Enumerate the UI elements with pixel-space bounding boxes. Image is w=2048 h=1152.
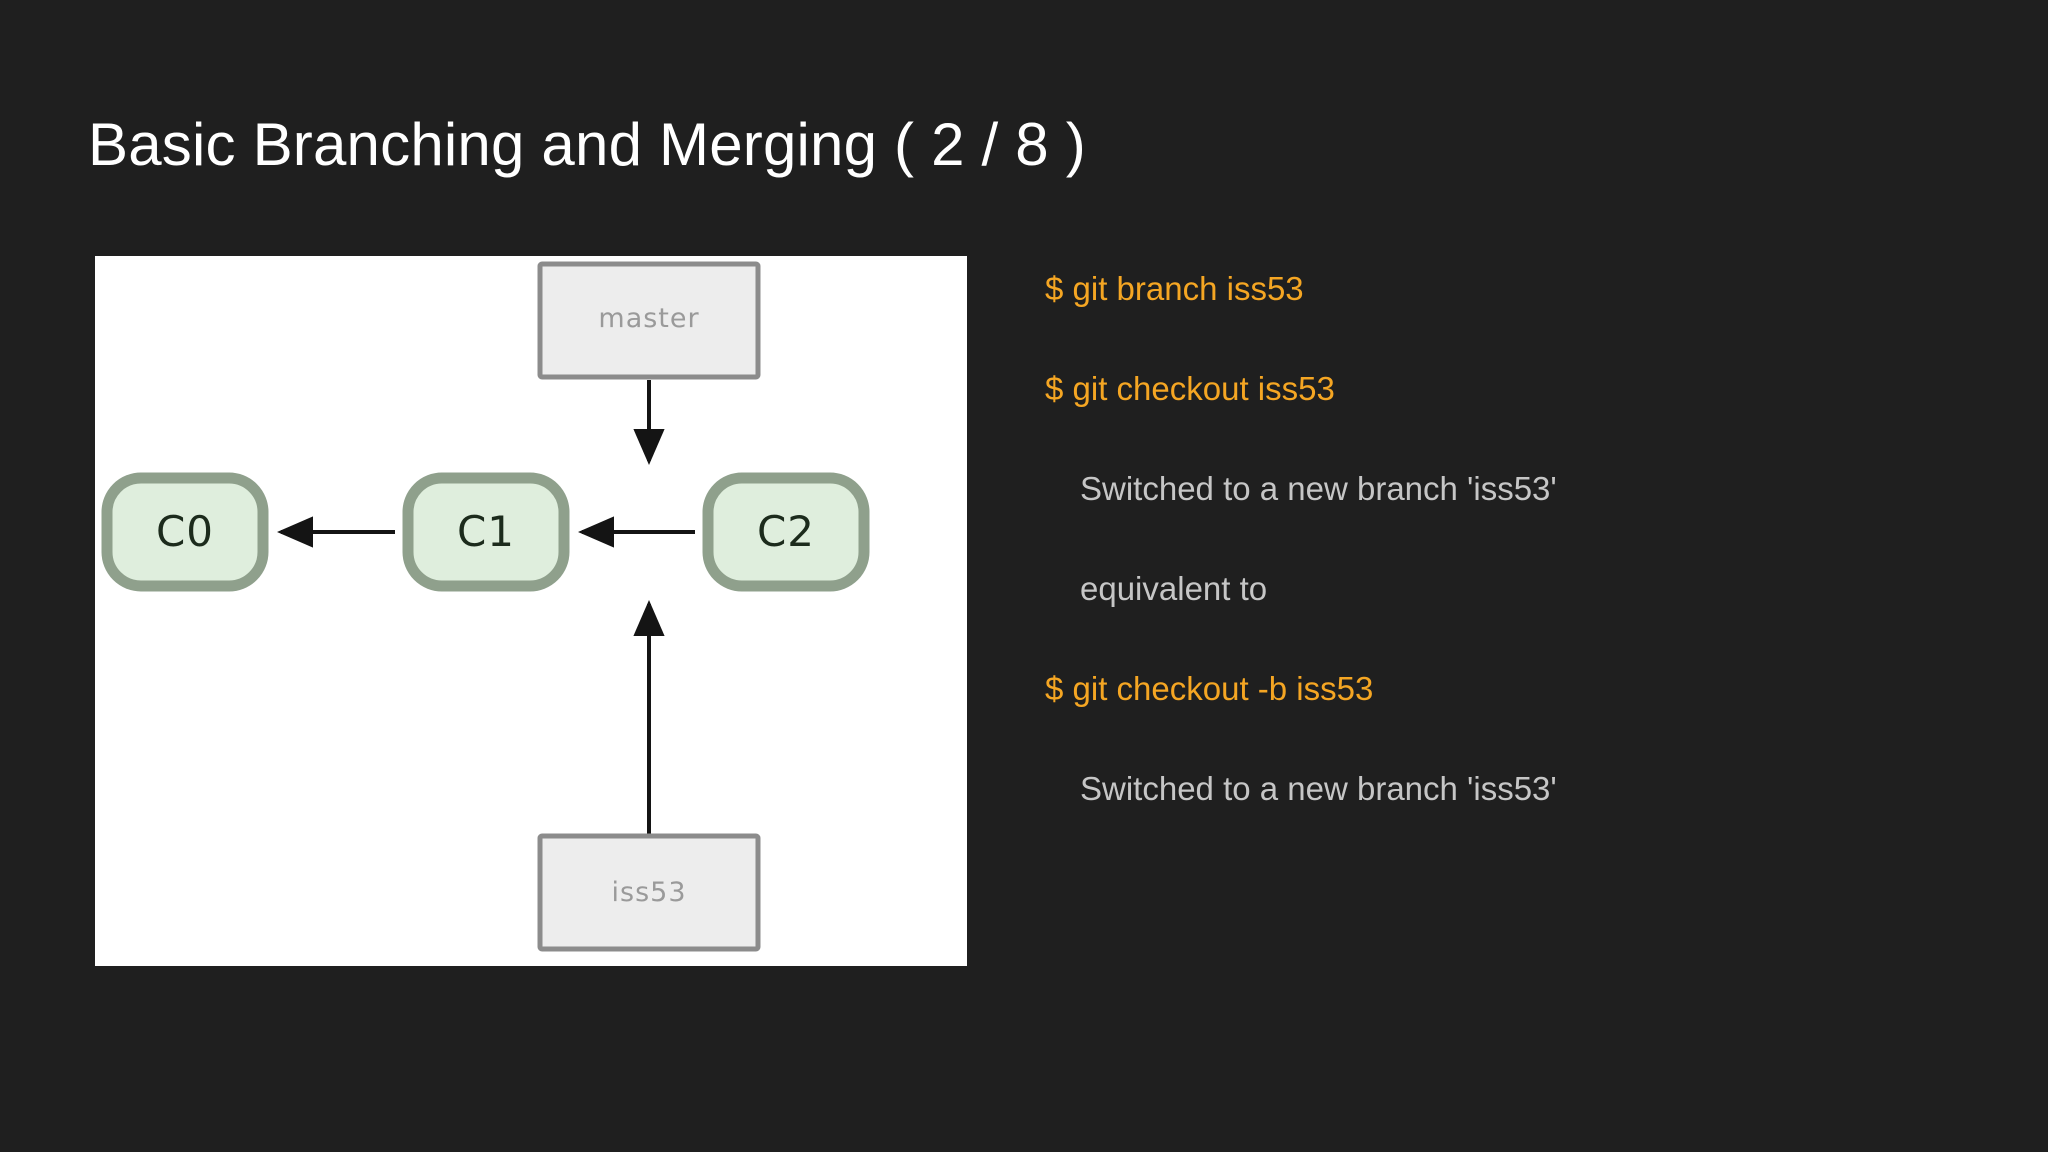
- branch-box-iss53: iss53: [537, 833, 761, 952]
- page-title: Basic Branching and Merging ( 2 / 8 ): [88, 111, 1086, 178]
- spacer: [1045, 405, 1945, 472]
- spacer: [1045, 605, 1945, 672]
- branch-label-master: master: [598, 303, 699, 334]
- console-output-line: Switched to a new branch 'iss53': [1080, 470, 1557, 507]
- spacer: [1045, 505, 1945, 572]
- commit-node-c2: C2: [702, 472, 870, 592]
- spacer: [1045, 305, 1945, 372]
- commit-node-c0: C0: [101, 472, 269, 592]
- commit-label-c2: C2: [757, 507, 815, 556]
- commit-node-c1: C1: [402, 472, 570, 592]
- commit-label-c1: C1: [457, 507, 515, 556]
- console-output-line: Switched to a new branch 'iss53': [1080, 770, 1557, 807]
- git-graph-svg: master C0 C1 C2 iss53: [101, 261, 870, 952]
- branch-label-iss53: iss53: [612, 877, 687, 908]
- commit-label-c0: C0: [156, 507, 214, 556]
- console-output-line: equivalent to: [1080, 570, 1268, 607]
- console-transcript: $ git branch iss53 $ git checkout iss53 …: [1045, 272, 1945, 805]
- console-command-line: $ git branch iss53: [1045, 270, 1304, 307]
- branch-box-master: master: [537, 261, 761, 380]
- console-command-line: $ git checkout iss53: [1045, 370, 1335, 407]
- spacer: [1045, 705, 1945, 772]
- git-graph-diagram: master C0 C1 C2 iss53: [95, 256, 967, 966]
- console-command-line: $ git checkout -b iss53: [1045, 670, 1374, 707]
